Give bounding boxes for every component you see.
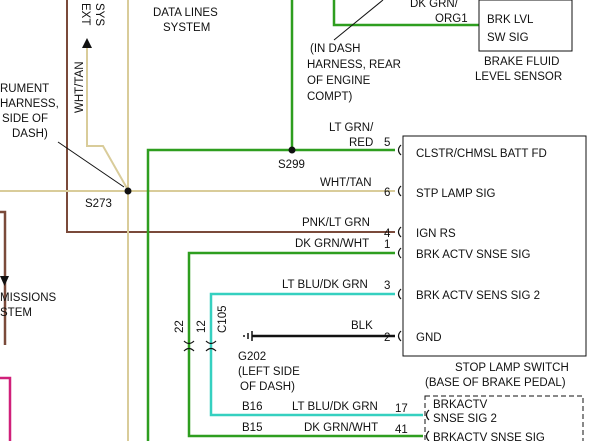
pin-label: IGN RS	[416, 228, 456, 240]
brake-fluid-caption-1: BRAKE FLUID	[484, 56, 559, 68]
wire-ltgrn-red-label-2: RED	[349, 137, 373, 149]
pin-label: STP LAMP SIG	[416, 188, 496, 200]
instrument-note-3: SIDE OF	[2, 113, 48, 125]
pin41-label: 41	[395, 424, 408, 436]
sw-sig-label: SW SIG	[487, 32, 529, 44]
leader-line-in-dash	[333, 0, 384, 41]
brake-fluid-caption-2: LEVEL SENSOR	[475, 71, 562, 83]
wire-dkgrn-wht	[187, 251, 423, 438]
text-layer: EXT SYS DATA LINES SYSTEM DK GRN/ ORG1 B…	[0, 0, 569, 441]
data-lines-label-1: DATA LINES	[153, 7, 218, 19]
module-connector-ends	[397, 144, 430, 441]
in-dash-note-1: (IN DASH	[310, 43, 360, 55]
dkgrn-org-label-1: DK GRN/	[410, 0, 459, 10]
in-dash-note-2: HARNESS, REAR	[307, 59, 401, 71]
wire16-label: LT BLU/DK GRN	[292, 401, 378, 413]
wire-left-brown	[0, 210, 7, 345]
wire-wht-tan-up	[86, 48, 129, 191]
splice-s299-dot	[288, 146, 296, 154]
missions-label-1: MISSIONS	[0, 292, 57, 304]
stop-switch-caption-1: STOP LAMP SWITCH	[455, 362, 569, 374]
pin17-label: 17	[395, 403, 408, 415]
arrow-up-icon	[82, 38, 92, 48]
wire-ltgrn-red-main	[146, 148, 395, 441]
module-box	[402, 135, 587, 357]
wire-magenta	[0, 376, 12, 441]
data-lines-label-2: SYSTEM	[163, 22, 210, 34]
b15-label: B15	[242, 422, 262, 434]
instrument-note-1: RUMENT	[0, 83, 49, 95]
splice-s273-label: S273	[85, 198, 112, 210]
wire-ltgrn-red-label-1: LT GRN/	[329, 122, 374, 134]
wire-wht-tan-label: WHT/TAN	[320, 177, 372, 189]
stop-switch-line-2: SNSE SIG 2	[433, 413, 497, 425]
arrow-down-icon	[0, 276, 9, 286]
connector-pin-22: 22	[174, 320, 186, 333]
pin-number: 2	[384, 332, 390, 344]
instrument-note-2: HARNESS,	[0, 98, 59, 110]
wht-tan-vertical-label: WHT/TAN	[74, 61, 86, 113]
wire-ltblu-dkgrn-label: LT BLU/DK GRN	[282, 279, 368, 291]
leader-line-instrument	[57, 141, 125, 188]
sys-label: SYS	[93, 3, 105, 26]
ext-label: EXT	[79, 3, 91, 25]
stop-switch-line-3: BRKACTV SNSE SIG	[433, 432, 545, 441]
connector-pin-12: 12	[196, 320, 208, 333]
pin-label: BRK ACTV SNSE SIG	[416, 249, 530, 261]
ground-label-3: OF DASH)	[240, 381, 295, 393]
missions-label-2: STEM	[0, 307, 32, 319]
ground-label-1: G202	[238, 351, 266, 363]
pin-number: 5	[384, 137, 390, 149]
wire-pnk-ltgrn-label: PNK/LT GRN	[302, 217, 370, 229]
c105-connector-symbol	[183, 340, 217, 352]
ground-symbol-icon	[243, 331, 253, 341]
pin-number: 6	[384, 187, 390, 199]
in-dash-note-3: OF ENGINE	[307, 75, 371, 87]
splice-s273-dot	[124, 187, 132, 195]
wire-dkgrn-wht-label: DK GRN/WHT	[295, 238, 369, 250]
wire-ltblu-dkgrn	[209, 292, 423, 417]
instrument-note-4: DASH)	[12, 128, 48, 140]
pin-label: GND	[416, 332, 442, 344]
brk-lvl-label: BRK LVL	[487, 14, 534, 26]
brake-fluid-sensor-box	[478, 0, 573, 52]
splice-s299-label: S299	[278, 159, 305, 171]
in-dash-note-4: COMPT)	[307, 91, 353, 103]
wire-blk-label: BLK	[351, 320, 373, 332]
dkgrn-org-label-2: ORG1	[435, 13, 468, 25]
wire15-label: DK GRN/WHT	[304, 422, 378, 434]
wire-layer	[0, 0, 479, 441]
wire-pnk-ltgrn	[66, 0, 395, 233]
stop-switch-caption-2: (BASE OF BRAKE PEDAL)	[425, 377, 566, 389]
pin-number: 4	[384, 228, 391, 240]
stop-lamp-switch-box	[424, 395, 584, 441]
pin-number: 3	[384, 280, 390, 292]
pin-label: BRK ACTV SENS SIG 2	[416, 290, 540, 302]
b16-label: B16	[242, 401, 262, 413]
connector-c105: C105	[217, 306, 229, 334]
stop-switch-line-1: BRKACTV	[433, 399, 488, 411]
pin-label: CLSTR/CHMSL BATT FD	[416, 148, 547, 160]
pin-number: 1	[384, 239, 390, 251]
ground-label-2: (LEFT SIDE	[238, 366, 300, 378]
wire-dkgrn-org	[332, 0, 479, 27]
